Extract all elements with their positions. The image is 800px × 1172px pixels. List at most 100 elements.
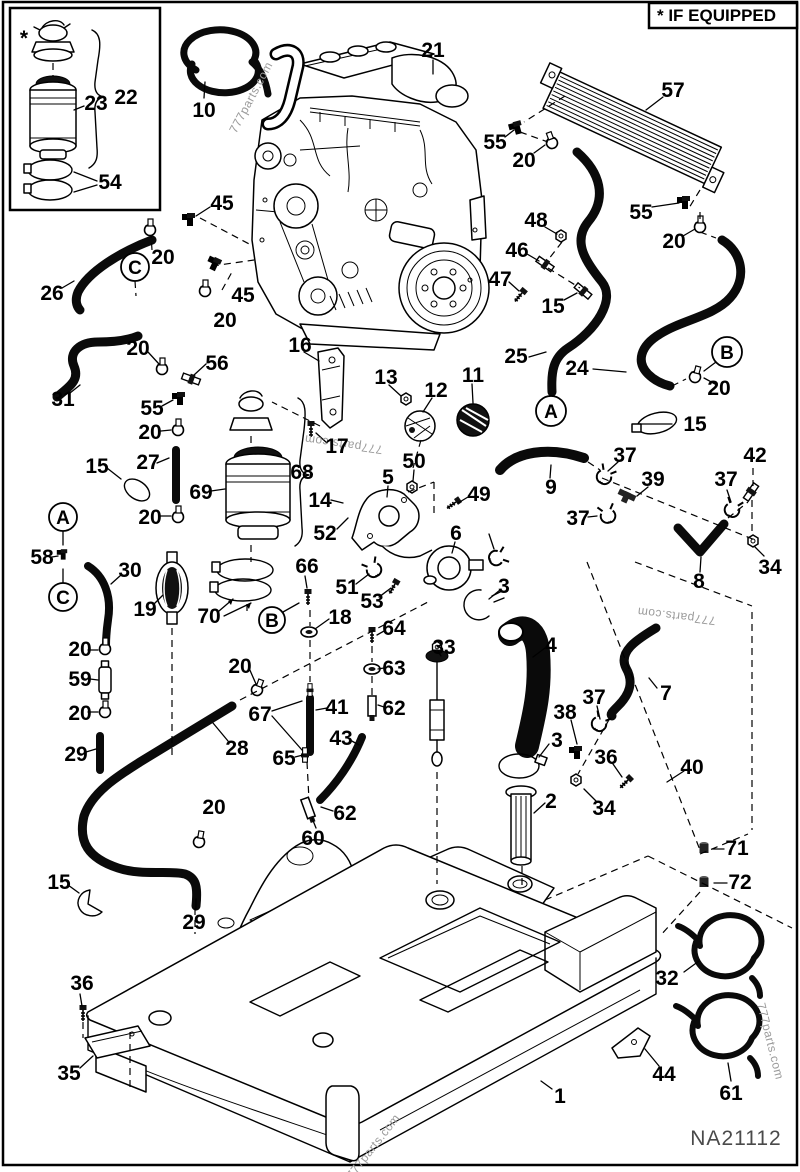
part-callout-69: 69 [189,481,212,504]
fuel-filter-69 [225,390,310,547]
fuel-cap-12 [404,410,436,442]
part-callout-65: 65 [272,747,296,770]
part-callout-23: 23 [84,92,107,115]
fuel-sender-33 [425,640,449,767]
part-callout-20: 20 [512,149,535,172]
part-callout-20: 20 [138,506,161,529]
part-callout-20: 20 [68,702,91,725]
part-callout-*: * [20,27,29,50]
part-callout-60: 60 [301,827,324,850]
part-callout-39: 39 [641,468,664,491]
part-callout-37: 37 [613,444,636,467]
part-callout-32: 32 [655,967,678,990]
drawing-number: NA21112 [690,1127,781,1150]
part-callout-26: 26 [40,282,63,305]
part-callout-40: 40 [680,756,703,779]
part-callout-49: 49 [467,483,490,506]
part-callout-45: 45 [210,192,234,215]
part-callout-37: 37 [566,507,589,530]
bracket-44 [611,1027,651,1059]
clamp-rings-illustration [23,159,73,201]
svg-text:A: A [544,402,558,423]
part-callout-50: 50 [402,450,425,473]
part-callout-22: 22 [114,86,137,109]
hose-31 [52,331,143,402]
part-callout-63: 63 [382,657,405,680]
svg-text:C: C [128,258,142,279]
part-callout-72: 72 [728,871,751,894]
part-callout-20: 20 [138,421,161,444]
if-equipped-box: * IF EQUIPPED [647,1,799,30]
fuel-cooler-illustration [539,62,725,194]
part-callout-20: 20 [126,337,149,360]
part-callout-25: 25 [504,345,528,368]
leader-lines [51,59,765,1090]
part-callout-20: 20 [228,655,251,678]
clamp-3-lower [498,753,548,779]
part-callout-35: 35 [57,1062,81,1085]
part-callout-20: 20 [213,309,236,332]
part-callout-3: 3 [498,575,510,598]
part-callout-6: 6 [450,522,462,545]
part-callout-61: 61 [719,1082,743,1105]
part-callout-20: 20 [68,638,91,661]
part-callout-3: 3 [551,729,563,752]
fuel-tank-illustration [84,839,662,1163]
part-callout-15: 15 [47,871,71,894]
connector-circle-A: A [535,395,567,427]
part-callout-47: 47 [488,268,511,291]
part-callout-29: 29 [64,743,87,766]
part-callout-11: 11 [462,364,485,387]
primer-bulb-19 [155,551,189,625]
hose-4 [498,616,551,758]
fittings-layer [57,120,761,1022]
fuel-cap-11 [456,403,490,437]
part-callout-19: 19 [133,598,156,621]
svg-text:B: B [265,611,279,632]
part-callout-45: 45 [231,284,255,307]
if-equipped-label: * IF EQUIPPED [657,6,776,25]
hose-9 [495,446,589,475]
part-callout-36: 36 [70,972,93,995]
filter-canister-illustration [29,75,77,160]
part-callout-27: 27 [136,451,159,474]
hose-10-coil [180,26,272,98]
part-callout-29: 29 [182,911,205,934]
engine-illustration [251,41,490,351]
part-callout-15: 15 [541,295,565,318]
part-callout-54: 54 [98,171,122,194]
part-callout-53: 53 [360,590,383,613]
part-callout-30: 30 [118,559,141,582]
part-callout-18: 18 [328,606,352,629]
part-callout-2: 2 [545,790,557,813]
alignment-dashes [82,95,793,1090]
shield-plate-35 [84,1025,151,1059]
hose-43 [316,733,366,804]
part-callout-51: 51 [335,576,359,599]
part-callout-59: 59 [68,668,91,691]
part-callout-34: 34 [758,556,782,579]
part-callout-41: 41 [325,696,349,719]
bracket-5 [351,488,433,559]
svg-text:A: A [56,508,70,529]
filler-tube-2 [505,785,537,866]
filler-flange-6 [423,545,484,591]
hose-30 [84,562,113,650]
bracket-brace-22 [88,29,105,169]
part-callout-55: 55 [629,201,653,224]
connector-circle-C: C [48,582,78,612]
part-callout-52: 52 [313,522,336,545]
hose-8 [673,519,729,557]
part-callout-57: 57 [661,79,684,102]
part-callout-55: 55 [140,397,164,420]
part-callout-7: 7 [660,682,672,705]
part-callout-46: 46 [505,239,528,262]
part-callout-28: 28 [225,737,249,760]
part-callout-34: 34 [592,797,616,820]
connector-circle-C: C [120,252,150,282]
hose-7 [606,623,661,721]
inset-parts-box [8,6,162,212]
